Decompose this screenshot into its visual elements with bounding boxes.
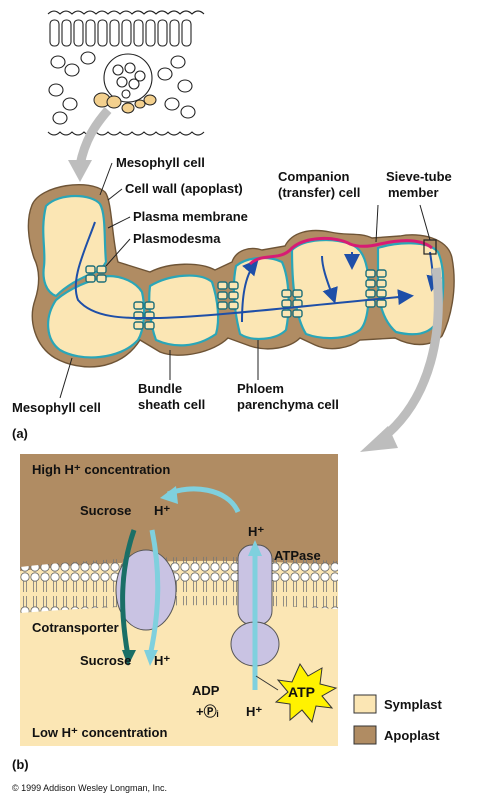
label-plasmodesma: Plasmodesma <box>133 231 221 246</box>
label-low-h: Low H⁺ concentration <box>32 725 167 740</box>
sucrose-path-arrow <box>120 529 137 657</box>
label-phloem-2: parenchyma cell <box>237 397 339 412</box>
label-high-h: High H⁺ concentration <box>32 462 170 477</box>
zoom-arrow <box>377 267 443 444</box>
leader-lines-a <box>59 162 431 399</box>
label-h-top: H⁺ <box>154 503 170 518</box>
legend-swatch-apoplast <box>353 725 377 745</box>
label-bundle-2: sheath cell <box>138 397 205 412</box>
label-plasma-membrane: Plasma membrane <box>133 209 248 224</box>
label-h-pump-top: H⁺ <box>248 524 264 539</box>
label-bundle-1: Bundle <box>138 381 182 396</box>
legend-label-symplast: Symplast <box>384 697 442 712</box>
label-sieve-1: Sieve-tube <box>386 169 452 184</box>
label-sieve-2: member <box>388 185 439 200</box>
label-phloem-1: Phloem <box>237 381 284 396</box>
apoplast-path <box>248 236 433 266</box>
label-companion-1: Companion <box>278 169 350 184</box>
label-cotransporter: Cotransporter <box>32 620 119 635</box>
label-atpase: ATPase <box>274 548 321 563</box>
label-adp: ADP <box>192 683 220 698</box>
legend-label-apoplast: Apoplast <box>384 728 440 743</box>
label-sucrose-top: Sucrose <box>80 503 131 518</box>
label-atp: ATP <box>288 684 315 700</box>
leaf-cross-section-inset <box>40 8 205 138</box>
panel-b-label: (b) <box>12 757 29 772</box>
atp-starburst <box>274 662 338 724</box>
inset-to-cells-arrow <box>75 107 112 166</box>
proton-path-arrow <box>147 529 161 657</box>
legend-swatch-symplast <box>353 694 377 714</box>
label-companion-2: (transfer) cell <box>278 185 360 200</box>
label-mesophyll-top: Mesophyll cell <box>116 155 205 170</box>
copyright: © 1999 Addison Wesley Longman, Inc. <box>12 783 167 793</box>
cell-chain <box>27 184 455 368</box>
label-mesophyll-bottom: Mesophyll cell <box>12 400 101 415</box>
legend: Symplast Apoplast <box>353 694 442 745</box>
membrane-panel <box>20 454 338 746</box>
label-h-bottom: H⁺ <box>154 653 170 668</box>
label-h-pump-bottom: H⁺ <box>246 704 262 719</box>
label-sucrose-bottom: Sucrose <box>80 653 131 668</box>
lipid-bilayer <box>20 556 338 613</box>
panel-a-label: (a) <box>12 426 28 441</box>
label-cell-wall: Cell wall (apoplast) <box>125 181 243 196</box>
label-pi: +Ⓟᵢ <box>196 704 219 719</box>
cotransporter-protein <box>115 549 177 631</box>
